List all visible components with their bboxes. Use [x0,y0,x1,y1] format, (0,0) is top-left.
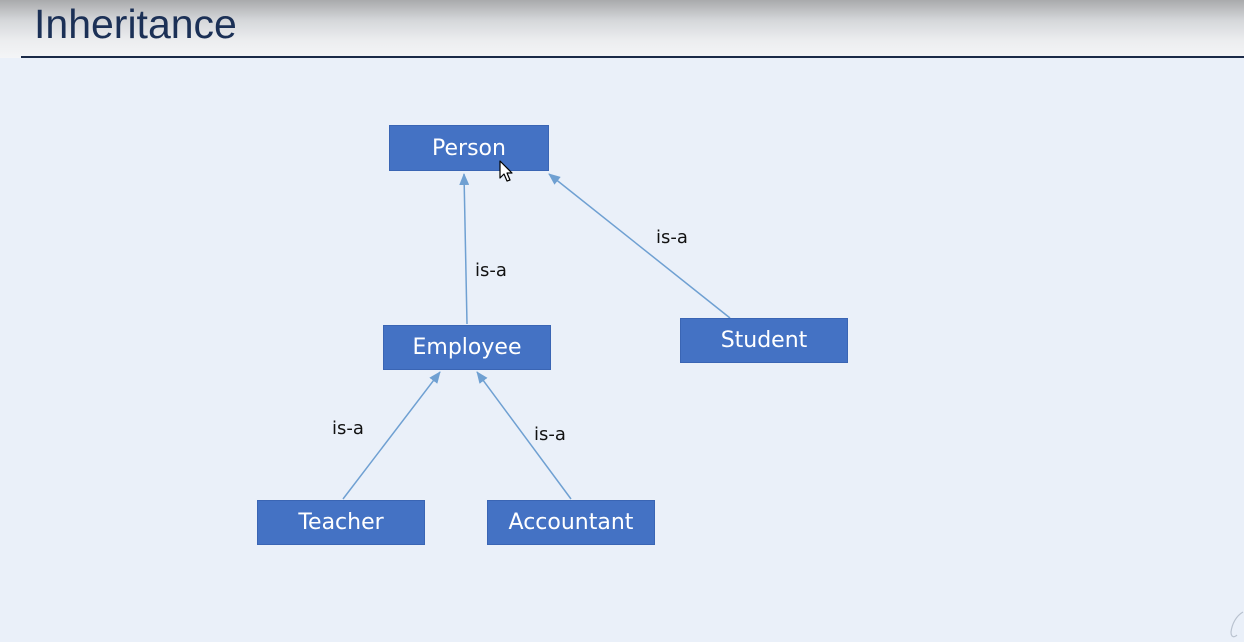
slide-title: Inheritance [34,1,237,47]
label-student-person: is-a [656,227,688,248]
title-divider [21,56,1244,58]
node-person: Person [389,125,549,171]
corner-watermark-icon [1230,611,1244,638]
node-employee: Employee [383,325,551,370]
arrow-accountant-to-employee [476,371,572,500]
label-accountant-employee: is-a [534,424,566,445]
arrow-teacher-to-employee [342,371,441,500]
mouse-cursor-icon [499,160,513,182]
arrow-student-to-person [548,173,731,319]
node-student: Student [680,318,848,363]
label-teacher-employee: is-a [332,418,364,439]
node-accountant: Accountant [487,500,655,545]
node-teacher: Teacher [257,500,425,545]
arrow-employee-to-person [459,173,470,325]
label-employee-person: is-a [475,260,507,281]
header-band [0,0,1244,58]
